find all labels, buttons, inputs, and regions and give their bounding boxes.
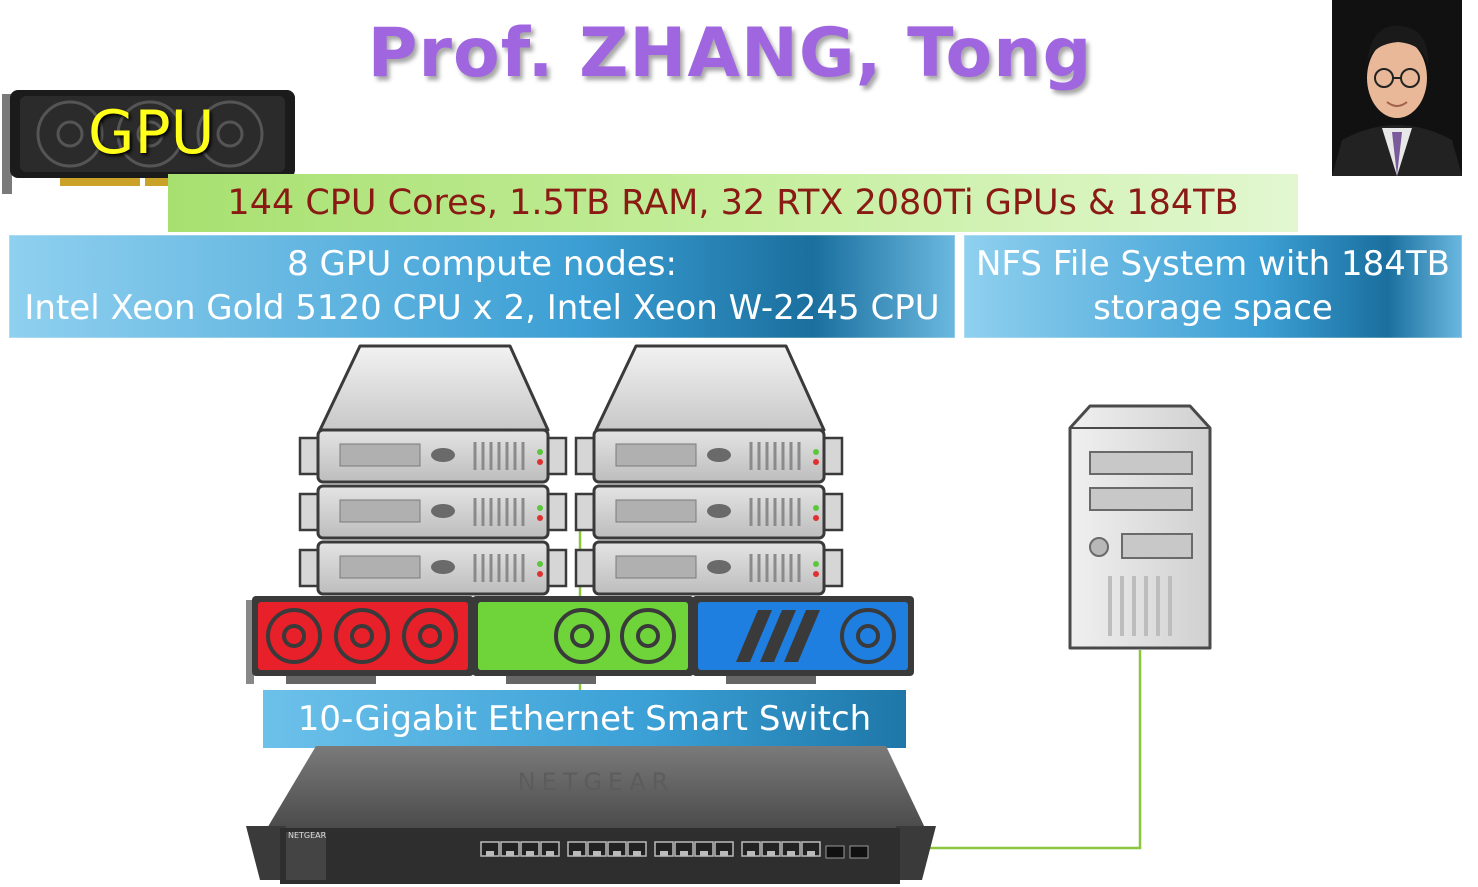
compute-nodes-line2: Intel Xeon Gold 5120 CPU x 2, Intel Xeon…	[24, 288, 940, 328]
nfs-storage-box: NFS File System with 184TB storage space	[964, 235, 1462, 338]
network-switch: NETGEAR NETGEAR	[246, 746, 936, 884]
switch-brand-front: NETGEAR	[288, 831, 327, 840]
blue-gpu-card	[692, 596, 914, 684]
nfs-line2: storage space	[1093, 288, 1333, 328]
compute-nodes-line1: 8 GPU compute nodes:	[287, 244, 677, 284]
server-stack-left	[300, 346, 566, 594]
gpu-cards-row	[246, 596, 914, 684]
portrait-photo	[1332, 0, 1462, 176]
compute-nodes-box: 8 GPU compute nodes: Intel Xeon Gold 512…	[9, 235, 955, 338]
gpu-card-image	[2, 90, 295, 194]
gpu-fan-icon	[36, 100, 264, 168]
gpu-compute-servers	[300, 342, 860, 597]
switch-label: 10-Gigabit Ethernet Smart Switch	[263, 690, 906, 748]
switch-brand-top: NETGEAR	[518, 768, 675, 796]
gpu-label: GPU	[88, 98, 215, 168]
nfs-tower-server	[1068, 404, 1212, 650]
nfs-line1: NFS File System with 184TB	[975, 244, 1450, 284]
server-stack-right	[576, 346, 842, 594]
green-gpu-card	[472, 596, 694, 684]
page-title: Prof. ZHANG, Tong	[367, 14, 1093, 93]
glasses-icon	[1374, 68, 1420, 88]
red-gpu-card	[246, 596, 474, 684]
